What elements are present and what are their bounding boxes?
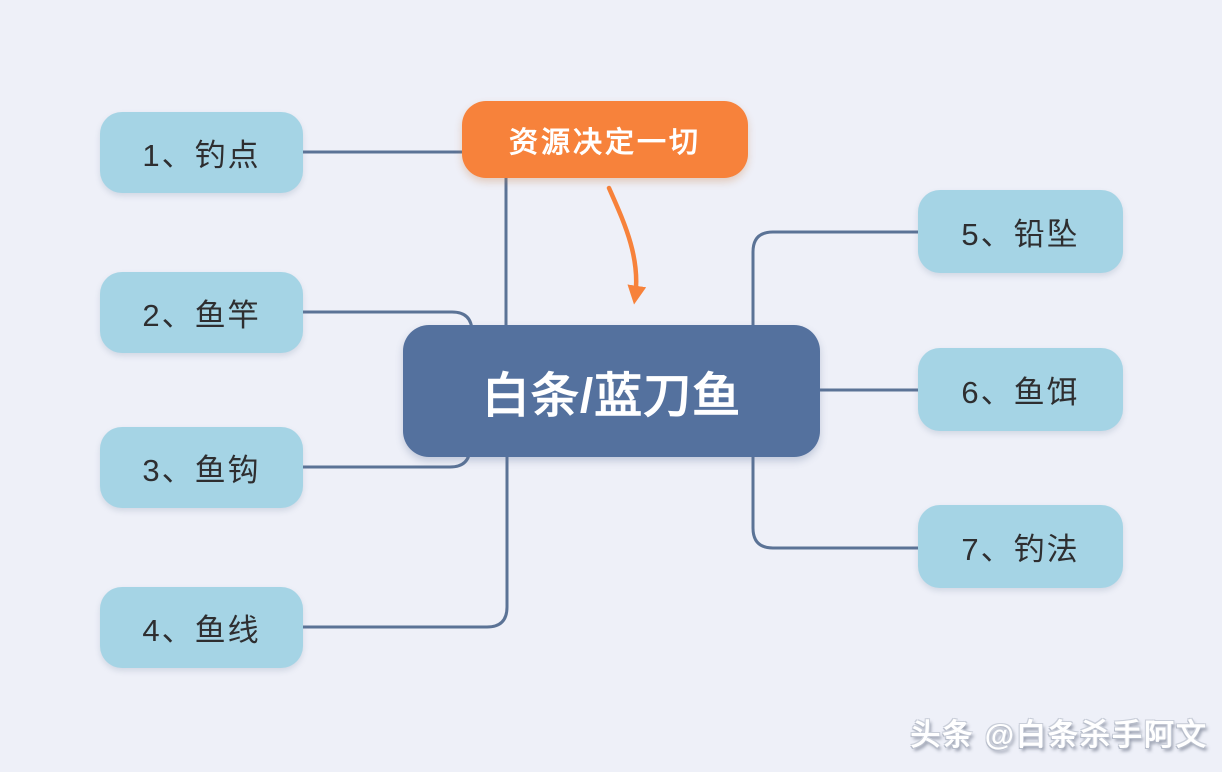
connector-branch-5 — [751, 230, 920, 332]
annotation-label: 资源决定一切 — [508, 126, 701, 159]
branch-node-5[interactable]: 5、铅坠 — [918, 190, 1123, 273]
annotation-node[interactable]: 资源决定一切 — [462, 101, 748, 178]
branch-node-label: 5、铅坠 — [961, 217, 1080, 252]
branch-node-label: 7、钓法 — [961, 532, 1080, 567]
branch-node-4[interactable]: 4、鱼线 — [100, 587, 303, 668]
connector-branch-1 — [301, 150, 508, 327]
branch-node-3[interactable]: 3、鱼钩 — [100, 427, 303, 508]
central-topic-label: 白条/蓝刀鱼 — [481, 370, 742, 423]
branch-node-6[interactable]: 6、鱼饵 — [918, 348, 1123, 431]
branch-node-label: 1、钓点 — [142, 138, 261, 173]
central-topic-node[interactable]: 白条/蓝刀鱼 — [403, 325, 820, 457]
branch-node-7[interactable]: 7、钓法 — [918, 505, 1123, 588]
annotation-arrow — [606, 185, 647, 305]
connector-branch-7 — [751, 448, 920, 550]
watermark: 头条 @白条杀手阿文 — [910, 719, 1208, 752]
connector-branch-4 — [301, 448, 509, 629]
branch-node-label: 2、鱼竿 — [142, 298, 261, 333]
branch-node-label: 3、鱼钩 — [142, 453, 261, 488]
branch-node-label: 4、鱼线 — [142, 613, 261, 648]
branch-node-1[interactable]: 1、钓点 — [100, 112, 303, 193]
branch-node-2[interactable]: 2、鱼竿 — [100, 272, 303, 353]
branch-node-label: 6、鱼饵 — [961, 375, 1080, 410]
